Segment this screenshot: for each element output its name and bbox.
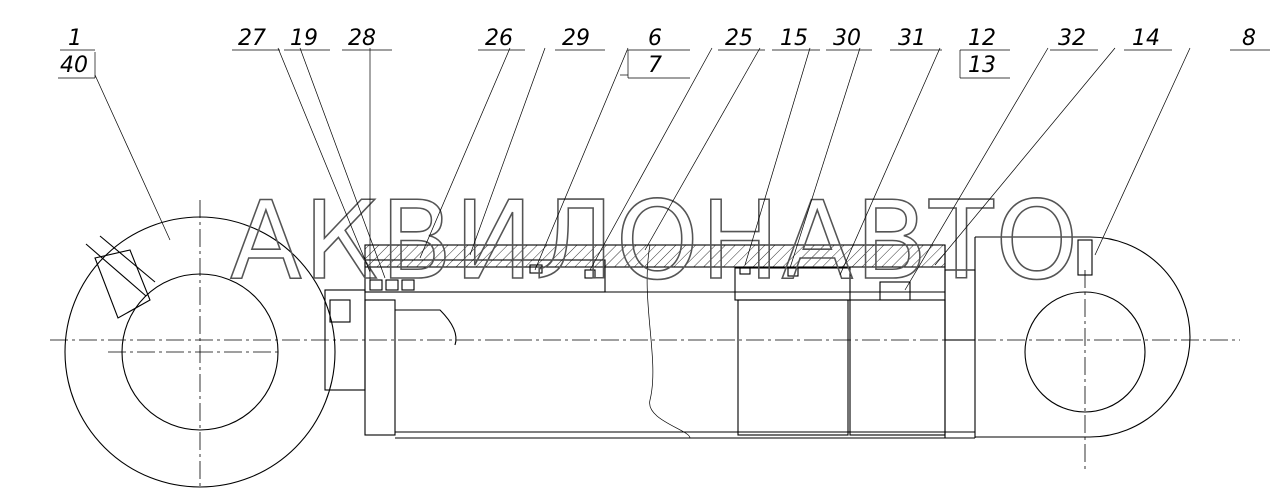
break-line	[646, 244, 691, 439]
callouts: 1 40 27 19 28 26 29 6 7 25 15 30 31 12 1…	[58, 26, 1270, 79]
callout-32: 32	[1058, 26, 1086, 51]
callout-28: 28	[348, 26, 376, 51]
callout-40: 40	[60, 53, 88, 78]
callout-8: 8	[1242, 26, 1256, 51]
piston	[734, 267, 946, 436]
callout-25: 25	[725, 26, 753, 51]
piston-rod	[324, 289, 975, 439]
callout-29: 29	[562, 26, 590, 51]
callout-13: 13	[968, 53, 996, 78]
callout-14: 14	[1132, 26, 1160, 51]
callout-31: 31	[898, 26, 926, 51]
callout-1: 1	[68, 26, 82, 51]
callout-30: 30	[833, 26, 861, 51]
callout-12: 12	[968, 26, 996, 51]
callout-7: 7	[648, 53, 662, 78]
leader-lines	[94, 47, 1191, 291]
callout-19: 19	[290, 26, 318, 51]
callout-15: 15	[780, 26, 808, 51]
callout-27: 27	[238, 26, 266, 51]
cylinder-barrel	[364, 237, 976, 438]
watermark: АКВИЛОНАВТО	[230, 179, 1080, 304]
callout-6: 6	[648, 26, 662, 51]
callout-26: 26	[485, 26, 513, 51]
gland	[364, 259, 606, 293]
